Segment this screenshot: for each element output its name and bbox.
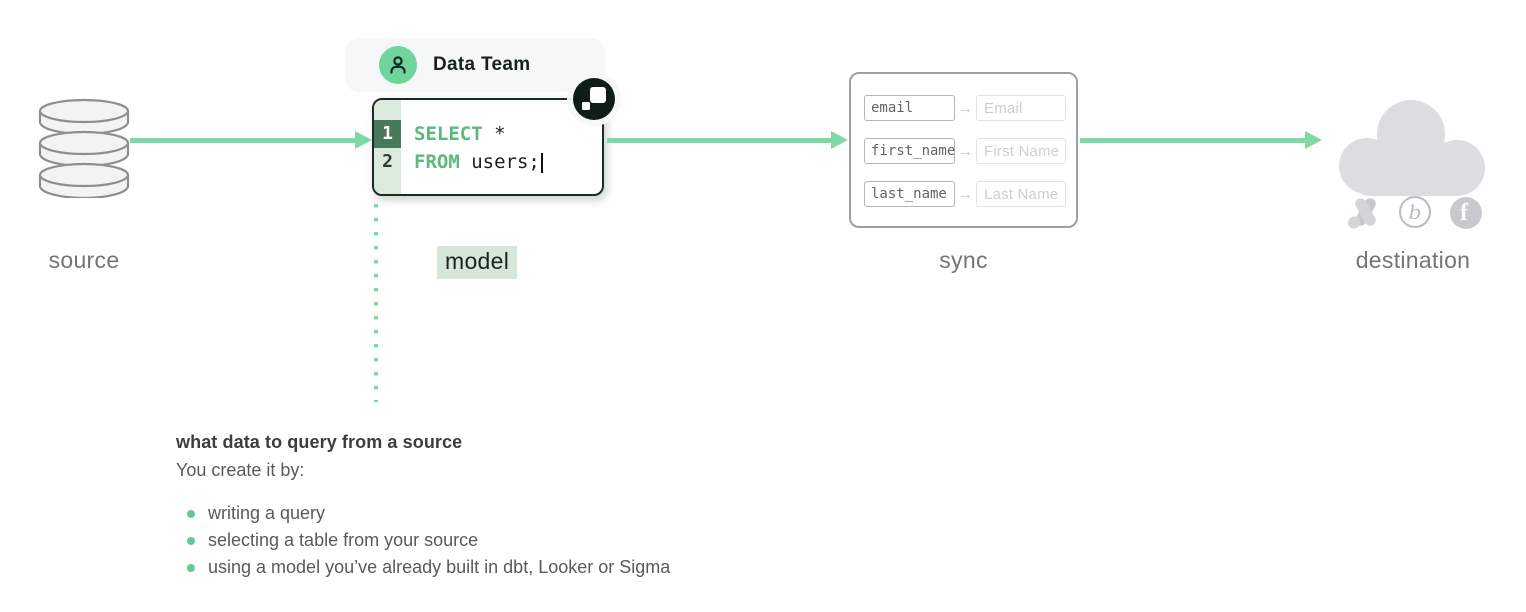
- arrow-source-to-model: [130, 131, 372, 149]
- label-destination: destination: [1355, 247, 1471, 273]
- arrow-line: [607, 137, 831, 143]
- data-team-label: Data Team: [433, 54, 531, 75]
- arrow-head: [831, 131, 848, 149]
- cloud-icon: [1339, 100, 1485, 196]
- arrow-head: [1305, 131, 1322, 149]
- arrow-head: [355, 131, 372, 149]
- braze-icon: b: [1399, 196, 1431, 228]
- arrow-line: [1080, 137, 1305, 143]
- annotation-bullet-list: writing a query selecting a table from y…: [176, 500, 896, 581]
- annotation-subtitle: You create it by:: [176, 460, 305, 480]
- model-annotation: what data to query from a source You cre…: [176, 432, 896, 581]
- destination-field: Email: [976, 95, 1066, 121]
- mapping-row-email: email → Email: [864, 95, 1066, 121]
- bullet-item: using a model you’ve already built in db…: [187, 554, 896, 581]
- label-model: model: [437, 246, 518, 279]
- source-field: first_name: [864, 138, 955, 164]
- mapping-arrow-icon: →: [958, 185, 973, 203]
- line-number: 1: [374, 120, 401, 148]
- person-icon: [390, 56, 406, 74]
- bullet-dot-icon: [187, 509, 195, 518]
- annotation-title: what data to query from a source: [176, 432, 463, 452]
- data-team-badge: Data Team: [345, 38, 605, 92]
- source-field: email: [864, 95, 955, 121]
- source-field: last_name: [864, 181, 955, 207]
- arrow-sync-to-destination: [1080, 131, 1322, 149]
- squares-logo-icon: [582, 87, 606, 110]
- bullet-item: writing a query: [187, 500, 896, 527]
- facebook-icon: f: [1450, 197, 1482, 229]
- avatar: [379, 46, 417, 84]
- app-logo-badge: [573, 78, 615, 120]
- google-ads-icon: [1348, 198, 1376, 229]
- destination-field: Last Name: [976, 181, 1066, 207]
- bullet-item: selecting a table from your source: [187, 527, 896, 554]
- arrow-line: [130, 137, 355, 143]
- mapping-arrow-icon: →: [958, 99, 973, 117]
- label-source: source: [48, 247, 120, 273]
- bullet-dot-icon: [187, 563, 195, 572]
- dotted-connector-line: [374, 204, 378, 402]
- sync-mapping-box: email → Email first_name → First Name la…: [849, 72, 1078, 228]
- arrow-model-to-sync: [607, 131, 848, 149]
- destination-field: First Name: [976, 138, 1066, 164]
- code-text: FROM users;: [414, 151, 543, 173]
- line-number: 2: [382, 151, 393, 172]
- code-text: SELECT *: [414, 123, 506, 145]
- mapping-arrow-icon: →: [958, 142, 973, 160]
- code-line-1: 1 SELECT *: [374, 120, 602, 148]
- mapping-row-last-name: last_name → Last Name: [864, 181, 1066, 207]
- label-sync: sync: [939, 247, 988, 273]
- bullet-dot-icon: [187, 536, 195, 545]
- database-icon: [38, 98, 130, 198]
- text-cursor: [540, 152, 543, 173]
- mapping-row-first-name: first_name → First Name: [864, 138, 1066, 164]
- code-line-2: 2 FROM users;: [374, 148, 602, 176]
- sql-model-code-box: 1 SELECT * 2 FROM users;: [372, 98, 604, 196]
